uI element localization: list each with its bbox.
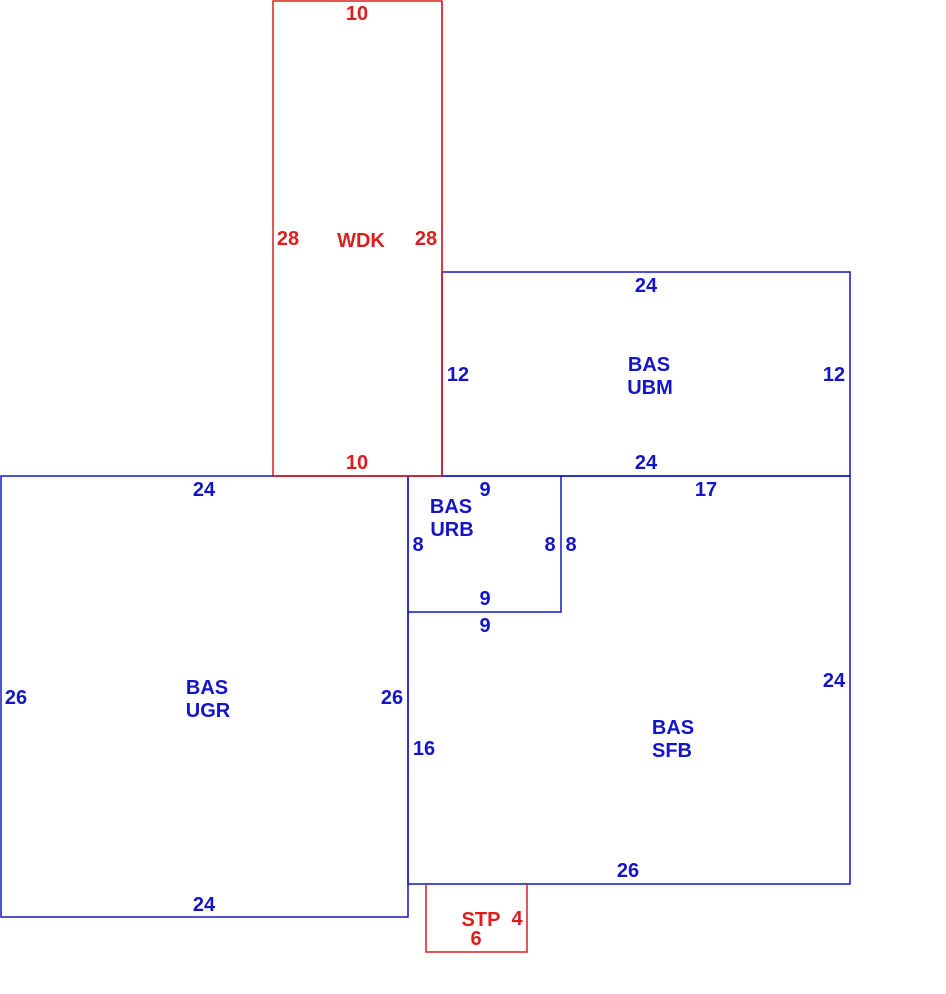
wdk-dim-right: 28 xyxy=(415,228,437,250)
sfb-outline xyxy=(407,475,851,885)
wdk-dim-bottom: 10 xyxy=(346,452,368,474)
ubm-dim-right: 12 xyxy=(823,364,845,386)
ugr-area-line2: UGR xyxy=(186,700,231,722)
sfb-dim-right: 24 xyxy=(823,670,846,692)
stp-dim-right: 4 xyxy=(511,908,523,930)
urb-dim-left: 8 xyxy=(412,534,423,556)
sfb-dim-top: 17 xyxy=(695,479,717,501)
ubm-dim-bottom: 24 xyxy=(635,452,658,474)
urb-area-line2: URB xyxy=(430,519,473,541)
sfb-area-line1: BAS xyxy=(652,717,694,739)
urb-outline xyxy=(407,475,562,613)
ubm-dim-left: 12 xyxy=(447,364,469,386)
sfb-dim-left: 16 xyxy=(413,738,435,760)
urb-area-line1: BAS xyxy=(430,496,472,518)
wdk-dim-left: 28 xyxy=(277,228,299,250)
sfb-dim-urb-bottom: 9 xyxy=(479,615,490,637)
ugr-area-line1: BAS xyxy=(186,677,228,699)
ugr-dim-bottom: 24 xyxy=(193,894,216,916)
ubm-area-line1: BAS xyxy=(628,354,670,376)
ugr-dim-left: 26 xyxy=(5,687,27,709)
ugr-dim-top: 24 xyxy=(193,479,216,501)
stp-dim-bottom: 6 xyxy=(470,928,481,950)
ubm-area-line2: UBM xyxy=(627,377,673,399)
urb-dim-top: 9 xyxy=(479,479,490,501)
ubm-dim-top: 24 xyxy=(635,275,658,297)
stp-area-label: STP xyxy=(462,909,501,931)
sfb-area-line2: SFB xyxy=(652,740,692,762)
wdk-dim-top: 10 xyxy=(346,3,368,25)
sfb-dim-urb-side: 8 xyxy=(565,534,576,556)
stp-outline xyxy=(425,884,528,953)
sfb-dim-bottom: 26 xyxy=(617,860,639,882)
urb-dim-right: 8 xyxy=(544,534,555,556)
wdk-area-label: WDK xyxy=(337,230,385,252)
ugr-dim-right: 26 xyxy=(381,687,403,709)
urb-dim-bottom: 9 xyxy=(479,588,490,610)
